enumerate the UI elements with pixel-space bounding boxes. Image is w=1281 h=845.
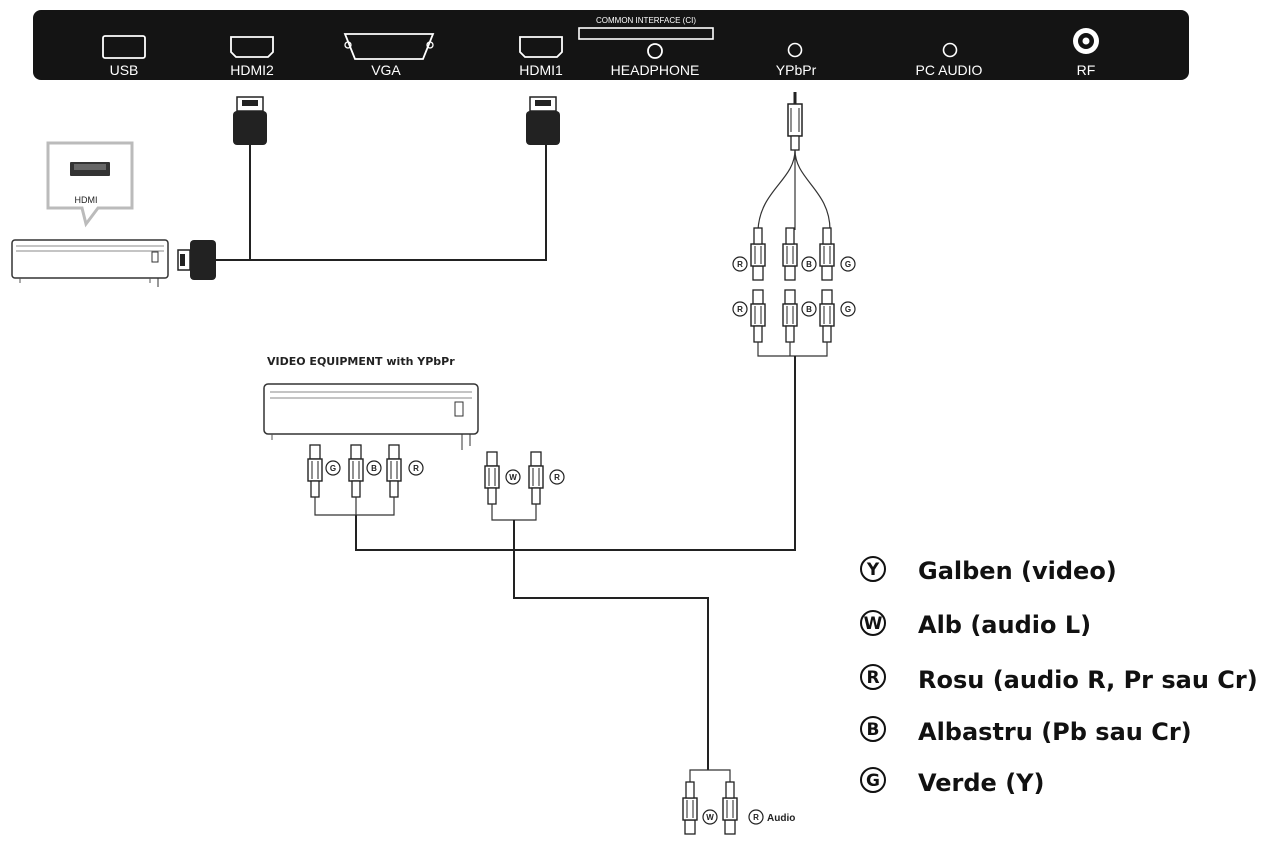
svg-text:Alb (audio L): Alb (audio L) <box>918 611 1091 639</box>
badge-audio-r: R <box>748 809 764 825</box>
legend-item-y: Y Galben (video) <box>860 556 1117 585</box>
hdmi2-port-label: HDMI2 <box>230 62 274 78</box>
video-equipment-device <box>263 383 479 450</box>
badge-device-r: R <box>408 460 424 476</box>
common-interface-label: COMMON INTERFACE (CI) <box>596 16 696 25</box>
usb-port-label: USB <box>110 62 139 78</box>
device-plug-red <box>386 444 402 498</box>
svg-text:W: W <box>706 813 714 822</box>
hdmi-cable-wire <box>249 145 547 261</box>
hdmi2-cable-plug <box>232 96 268 146</box>
svg-text:B: B <box>806 260 812 269</box>
svg-text:Y: Y <box>866 560 880 580</box>
svg-text:G: G <box>845 305 851 314</box>
hdmi1-port-icon <box>519 36 563 58</box>
hdmi2-port-icon <box>230 36 274 58</box>
svg-text:B: B <box>867 720 880 740</box>
badge-lower-b: B <box>801 301 817 317</box>
cable-plug-green <box>819 289 835 343</box>
hdmi1-port-label: HDMI1 <box>519 62 563 78</box>
legend: Y Galben (video) W Alb (audio L) R Rosu … <box>860 556 1258 797</box>
svg-text:B: B <box>371 464 377 473</box>
svg-text:R: R <box>413 464 419 473</box>
svg-text:R: R <box>737 305 743 314</box>
legend-item-w: W Alb (audio L) <box>860 610 1091 639</box>
ypbpr-port-label: YPbPr <box>776 62 817 78</box>
legend-item-r: R Rosu (audio R, Pr sau Cr) <box>860 664 1258 694</box>
svg-text:W: W <box>864 614 883 634</box>
badge-device-b: B <box>366 460 382 476</box>
svg-text:R: R <box>737 260 743 269</box>
badge-upper-r: R <box>732 256 748 272</box>
tv-plug-blue <box>782 227 798 281</box>
pc-audio-port-label: PC AUDIO <box>916 62 983 78</box>
legend-item-b: B Albastru (Pb sau Cr) <box>860 716 1192 746</box>
video-equipment-title: VIDEO EQUIPMENT with YPbPr <box>267 355 455 368</box>
badge-upper-g: G <box>840 256 856 272</box>
svg-text:R: R <box>866 668 879 688</box>
device-plug-audio-red <box>528 451 544 505</box>
svg-text:G: G <box>866 771 880 791</box>
audio-plug-white <box>682 781 698 835</box>
cable-plug-blue <box>782 289 798 343</box>
rf-port-icon <box>1073 28 1099 54</box>
pc-audio-port-icon <box>942 42 958 58</box>
tv-back-panel <box>33 10 1189 80</box>
svg-text:R: R <box>554 473 560 482</box>
badge-device-w: W <box>505 469 521 485</box>
svg-text:Galben (video): Galben (video) <box>918 557 1117 585</box>
hdmi-callout-label: HDMI <box>75 195 98 205</box>
audio-label: Audio <box>767 813 795 824</box>
headphone-port-icon <box>647 43 663 59</box>
hdmi1-cable-plug <box>525 96 561 146</box>
badge-device-audio-r: R <box>549 469 565 485</box>
ci-slot-icon <box>578 27 714 40</box>
ypbpr-port-icon <box>787 42 803 58</box>
device-plug-white <box>484 451 500 505</box>
badge-audio-w: W <box>702 809 718 825</box>
svg-text:B: B <box>806 305 812 314</box>
hdmi-source-device: HDMI <box>11 141 169 287</box>
badge-upper-b: B <box>801 256 817 272</box>
svg-text:G: G <box>330 464 336 473</box>
rf-port-label: RF <box>1077 62 1096 78</box>
svg-text:Rosu (audio R, Pr sau Cr): Rosu (audio R, Pr sau Cr) <box>918 666 1258 694</box>
headphone-port-label: HEADPHONE <box>611 62 700 78</box>
svg-text:Verde (Y): Verde (Y) <box>918 769 1045 797</box>
vga-port-icon <box>343 33 435 60</box>
tv-plug-green <box>819 227 835 281</box>
tv-plug-red <box>750 227 766 281</box>
audio-plug-red <box>722 781 738 835</box>
badge-lower-r: R <box>732 301 748 317</box>
vga-port-label: VGA <box>371 62 401 78</box>
svg-text:R: R <box>753 813 759 822</box>
svg-text:W: W <box>509 473 517 482</box>
legend-item-g: G Verde (Y) <box>860 767 1045 797</box>
usb-port-icon <box>102 35 146 59</box>
device-plug-green <box>307 444 323 498</box>
badge-lower-g: G <box>840 301 856 317</box>
device-plug-blue <box>348 444 364 498</box>
hdmi-device-plug <box>177 240 216 280</box>
ypbpr-cable-connector <box>787 92 803 151</box>
cable-plug-red <box>750 289 766 343</box>
svg-text:G: G <box>845 260 851 269</box>
svg-text:Albastru (Pb sau Cr): Albastru (Pb sau Cr) <box>918 718 1192 746</box>
badge-device-g: G <box>325 460 341 476</box>
ypbpr-main-cable <box>355 356 796 551</box>
audio-main-cable <box>513 520 709 770</box>
